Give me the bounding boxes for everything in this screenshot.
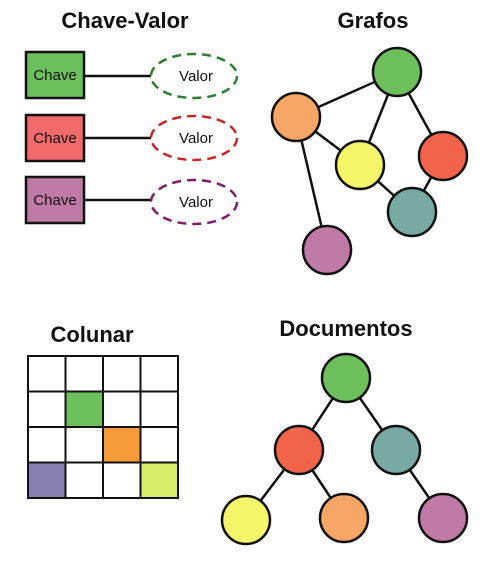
graph-node-teal xyxy=(386,186,438,238)
kv-value-ellipse xyxy=(149,178,239,226)
columnar-cell xyxy=(102,355,142,393)
graphs-title: Grafos xyxy=(338,8,409,33)
columnar-cell xyxy=(64,461,104,499)
graph-node-purple xyxy=(301,224,353,276)
kv-value-label: Valor xyxy=(179,194,213,211)
columnar-cell xyxy=(64,390,104,428)
document-node-right xyxy=(370,424,422,476)
kv-key-box xyxy=(24,113,86,163)
kv-value-ellipse xyxy=(149,114,239,162)
kv-key-label: Chave xyxy=(33,67,76,84)
document-node-ll xyxy=(220,494,272,546)
columnar-cell xyxy=(64,355,104,393)
columnar-cell xyxy=(27,426,67,464)
columnar-cell xyxy=(139,390,179,428)
columnar-cell xyxy=(139,355,179,393)
document-node-left xyxy=(273,424,325,476)
key-value-pair: Chave Valor xyxy=(24,175,239,226)
kv-value-label: Valor xyxy=(179,68,213,85)
key-value-title: Chave-Valor xyxy=(61,8,189,33)
kv-key-label: Chave xyxy=(33,130,76,147)
columnar-cell xyxy=(27,390,67,428)
columnar-grid xyxy=(27,355,179,499)
key-value-pair: Chave Valor xyxy=(24,50,239,100)
graph-node-orange xyxy=(270,91,322,143)
graph-nodes xyxy=(270,46,469,276)
columnar-title: Colunar xyxy=(50,322,134,347)
columnar-cell xyxy=(102,426,142,464)
kv-value-ellipse xyxy=(149,52,239,100)
kv-key-label: Chave xyxy=(33,192,76,209)
columnar-cell xyxy=(102,390,142,428)
kv-key-box xyxy=(24,50,86,100)
columnar-cell xyxy=(139,426,179,464)
document-tree-nodes xyxy=(220,352,469,546)
documents-title: Documentos xyxy=(279,316,412,341)
key-value-pair: Chave Valor xyxy=(24,113,239,163)
columnar-cell xyxy=(64,426,104,464)
columnar-cell xyxy=(27,355,67,393)
graph-node-green xyxy=(371,46,423,98)
graph-node-red xyxy=(417,130,469,182)
columnar-cell xyxy=(27,461,67,499)
document-node-root xyxy=(320,352,372,404)
document-node-rr xyxy=(417,492,469,544)
columnar-cell xyxy=(139,461,179,499)
kv-key-box xyxy=(24,175,86,225)
document-node-lr xyxy=(318,492,370,544)
columnar-cell xyxy=(102,461,142,499)
kv-value-label: Valor xyxy=(179,130,213,147)
graph-node-yellow xyxy=(334,139,386,191)
